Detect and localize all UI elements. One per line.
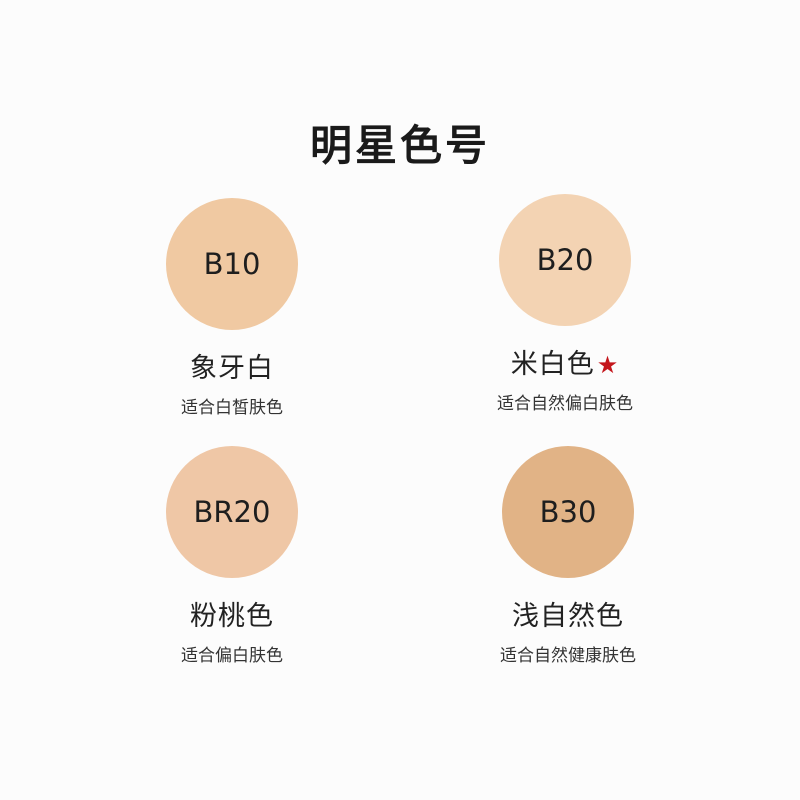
shade-swatch: B10 (166, 198, 298, 330)
shade-description: 适合偏白肤色 (181, 646, 283, 666)
shade-swatch: B30 (502, 446, 634, 578)
shade-description: 适合自然偏白肤色 (497, 394, 633, 414)
shade-card-b10: B10 象牙白 适合白皙肤色 (122, 198, 342, 418)
shade-name: 米白色 (510, 349, 595, 380)
shade-code: BR20 (193, 495, 271, 529)
shade-name: 粉桃色 (190, 601, 274, 632)
shade-code: B30 (539, 495, 597, 529)
page-title: 明星色号 (309, 121, 490, 170)
star-icon: ★ (596, 351, 620, 379)
shade-card-b20: B20 米白色★ 适合自然偏白肤色 (455, 194, 675, 414)
shade-swatch: B20 (499, 194, 631, 326)
shade-swatch: BR20 (166, 446, 298, 578)
shade-name: 象牙白 (190, 353, 274, 384)
shade-description: 适合自然健康肤色 (500, 646, 636, 666)
shade-name: 浅自然色 (512, 601, 624, 632)
shade-code: B10 (203, 247, 261, 281)
shade-name-row: 米白色★ (455, 342, 675, 381)
shade-code: B20 (536, 243, 594, 277)
shade-card-br20: BR20 粉桃色 适合偏白肤色 (122, 446, 342, 666)
shade-card-b30: B30 浅自然色 适合自然健康肤色 (458, 446, 678, 666)
shade-description: 适合白皙肤色 (181, 398, 283, 418)
